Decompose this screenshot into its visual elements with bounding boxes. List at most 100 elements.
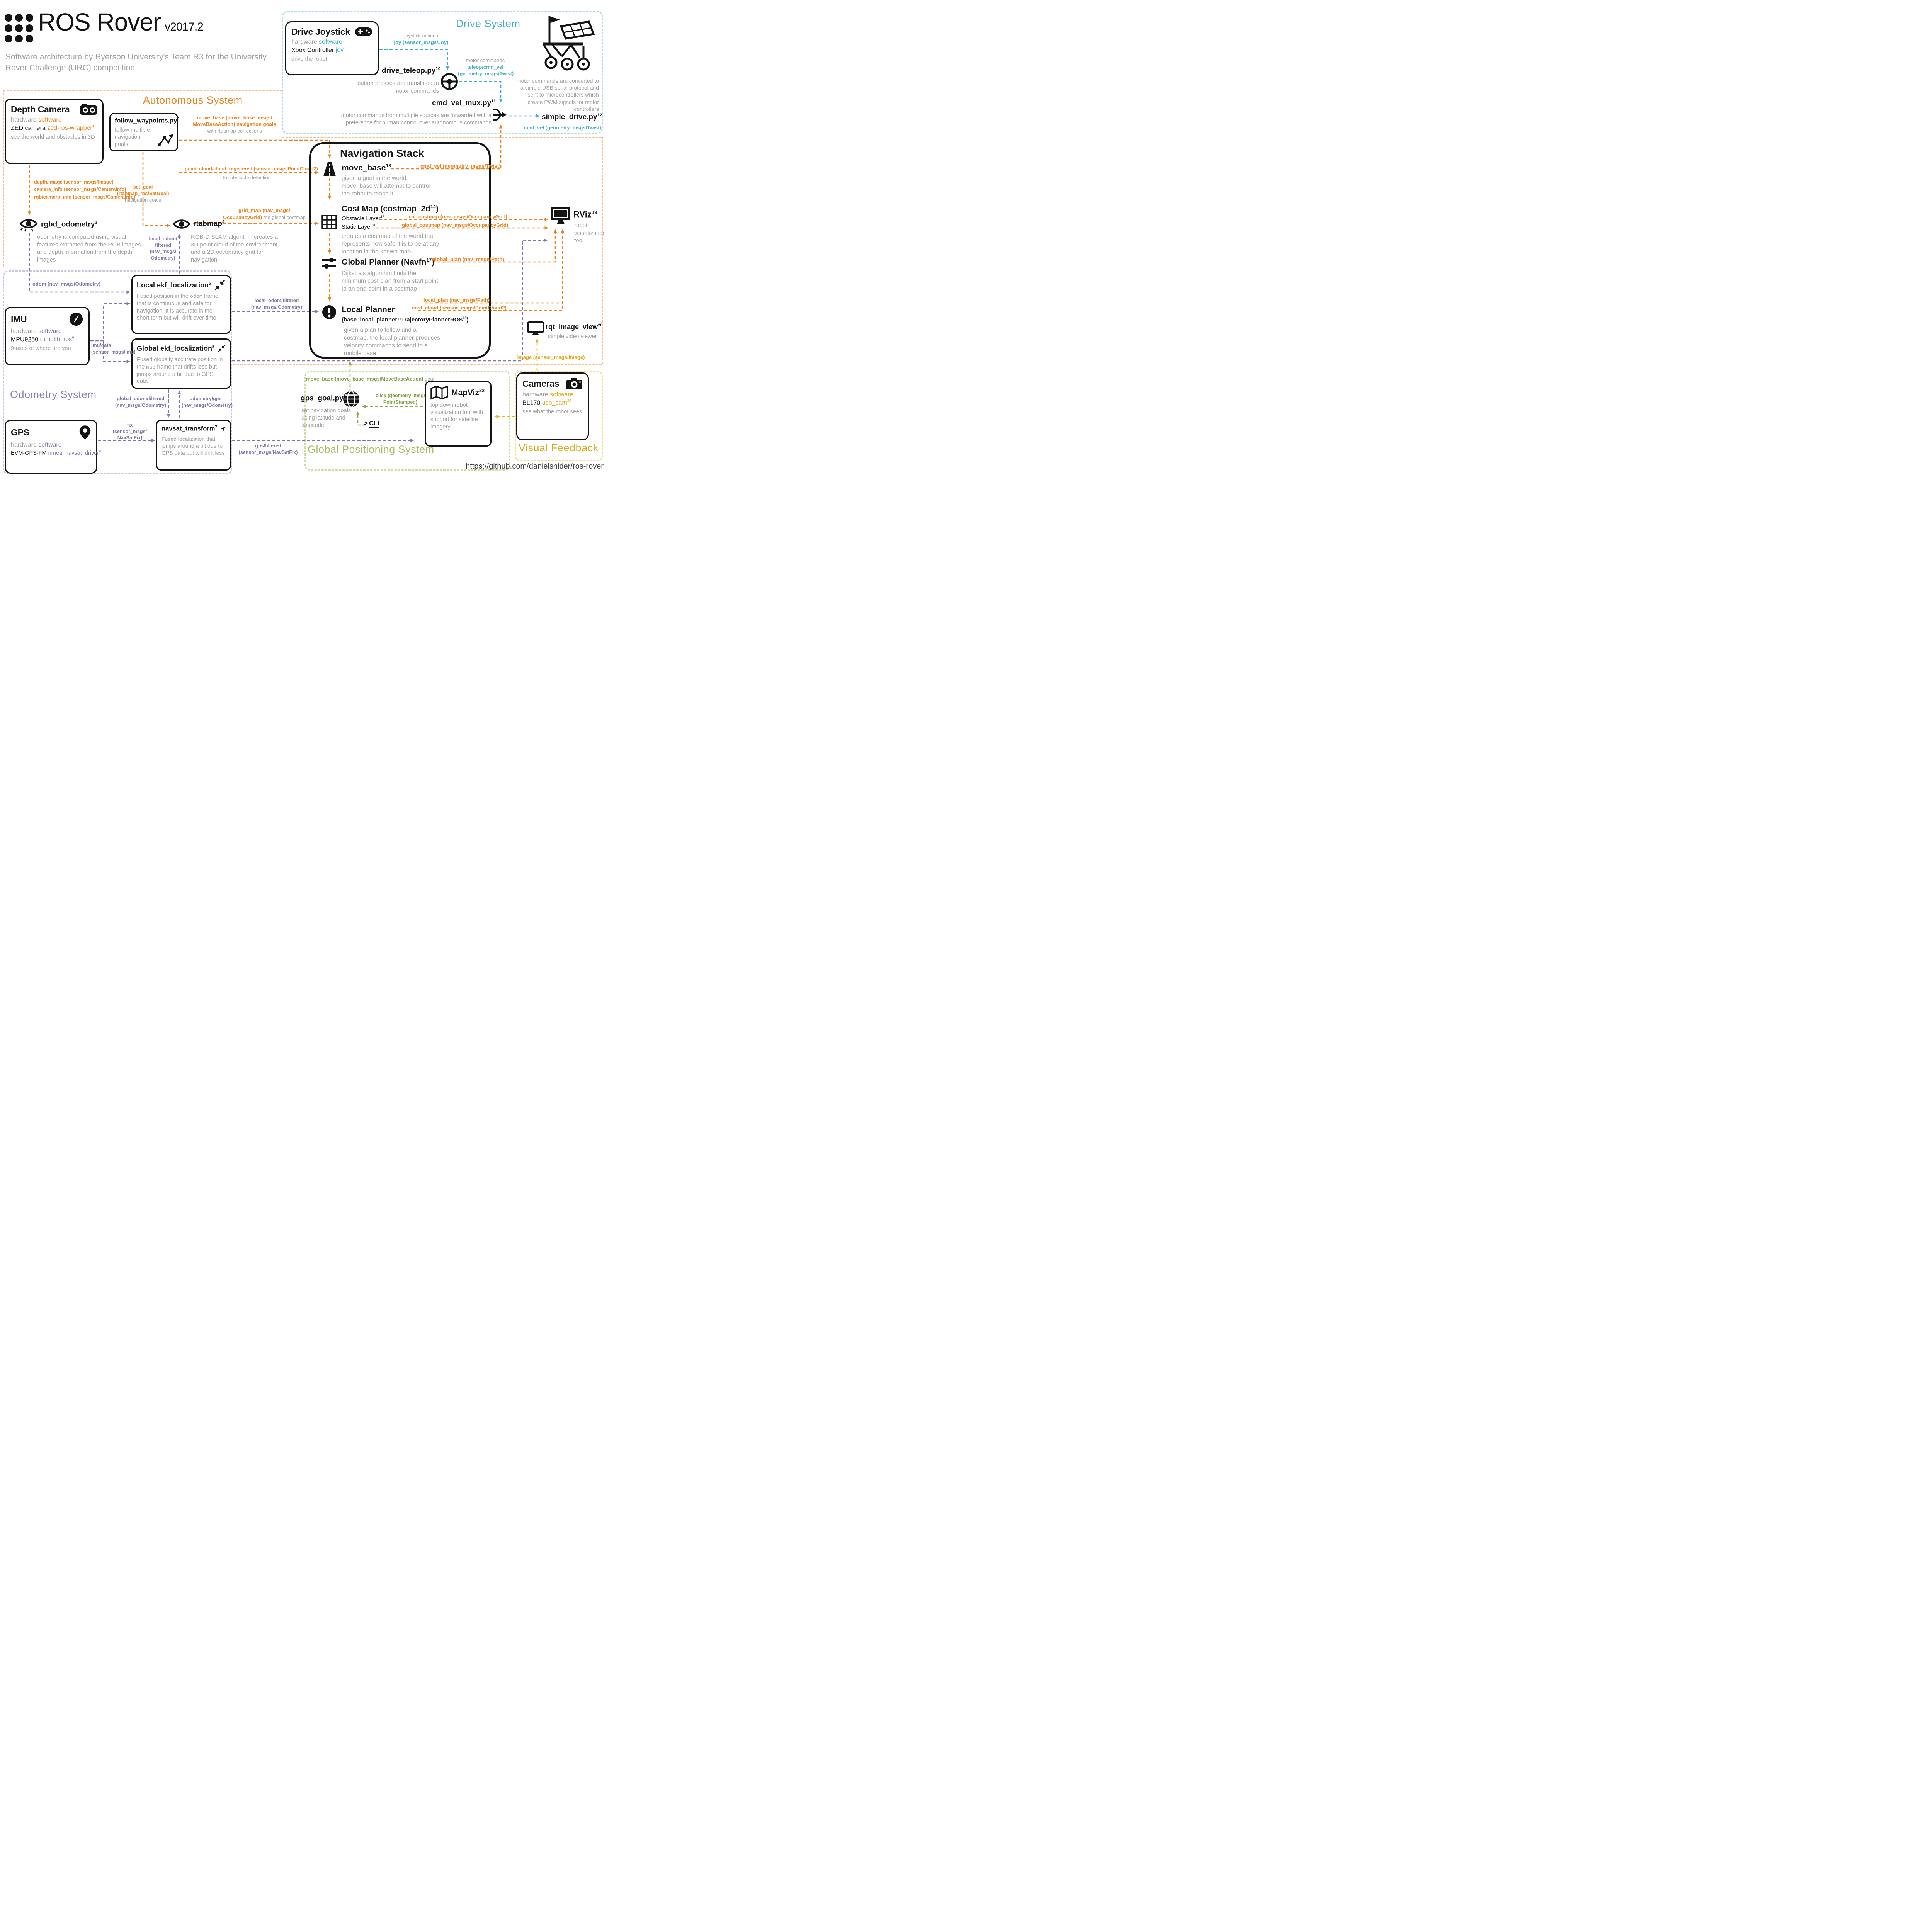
- mapviz-node: MapViz22 top down robot visualization to…: [425, 381, 492, 447]
- hardware-label: hardware: [11, 442, 37, 448]
- gps-sw-name: nmea_navsat_driver8: [48, 449, 101, 456]
- cameras-hw-name: BL170: [522, 399, 541, 406]
- cost-map-desc: creates a costmap of the world that repr…: [342, 233, 439, 255]
- teleop-topic-label: motor commands teleop/cmd_vel (geometry_…: [458, 58, 514, 77]
- local-plan-topic-label: local_plan (nav_msgs/Path): [423, 297, 490, 303]
- gps-filtered-topic-label: gps/filtered (sensor_msgs/NavSatFix): [238, 443, 298, 455]
- gps-node: GPS hardware software EVM-GPS-FM nmea_na…: [5, 420, 101, 474]
- joy-topic-label: joystick actions joy (sensor_msgs/Joy): [394, 33, 449, 46]
- movebase-goal-topic-label: move_base (move_base_msgs/ MoveBaseActio…: [193, 115, 276, 134]
- drive-system-container: [282, 11, 603, 134]
- edge-imu-ekfglobal: [103, 341, 130, 364]
- joystick-desc: drive the robot: [291, 56, 327, 63]
- gps-system-label: Global Positioning System: [308, 444, 434, 455]
- gps-goal-desc: set navigation goals using latitude and …: [301, 408, 351, 428]
- software-label: software: [319, 39, 342, 45]
- autonomous-container-mid: [282, 137, 602, 138]
- edge-joystick-teleop: [379, 49, 449, 70]
- ekf-local-node: Local ekf_localization5 Fused position i…: [131, 275, 231, 334]
- cmdvel-topic-label: cmd_vel (geometry_msgs/Twist): [420, 163, 501, 169]
- edge-costcloud-rviz: [418, 229, 565, 311]
- hardware-label: hardware: [291, 39, 317, 45]
- rtabmap-desc: RGB-D SLAM algorithm creates a 3D point …: [191, 234, 278, 263]
- edge-cmdvel-mux: [391, 125, 503, 170]
- compass-icon: [69, 312, 83, 326]
- compress-arrows-icon: [218, 345, 225, 352]
- cameras-title: Cameras: [522, 378, 560, 389]
- imu-title: IMU: [11, 314, 27, 324]
- drive-system-label: Drive System: [456, 18, 520, 29]
- odometry-system-label: Odometry System: [10, 389, 97, 400]
- odom-topic-label: odom (nav_msgs/Odometry): [32, 281, 101, 287]
- autonomous-system-label: Autonomous System: [143, 94, 243, 106]
- follow-waypoints-desc: follow multiple navigation goals: [115, 127, 150, 148]
- local-planner-name: Local Planner: [342, 305, 395, 314]
- ros-logo: [5, 14, 33, 42]
- imu-sw-name: rtimulib_ros6: [40, 336, 74, 343]
- navigation-arrow-icon: [221, 426, 226, 432]
- pointcloud-note-label: for obstacle detection: [223, 175, 271, 180]
- odometry-gps-topic-label: odometry/gps (nav_msgs/Odometry): [182, 396, 233, 408]
- simple-drive-name: simple_drive.py12: [542, 113, 602, 121]
- autonomous-container-right: [602, 137, 603, 364]
- cameras-node: Cameras hardware software BL170 usb_cam2…: [516, 372, 589, 440]
- follow-waypoints-node: follow_waypoints.py2 follow multiple nav…: [109, 113, 179, 151]
- pointcloud-topic-label: point_cloud/cloud_registered (sensor_msg…: [185, 166, 318, 172]
- drive-teleop-desc: button presses are translated to motor c…: [357, 80, 439, 94]
- edge-waypoints-rtabmap: [142, 152, 170, 228]
- exclamation-icon: [322, 305, 336, 319]
- ros-rover-diagram: Drive System Autonomous System Odometry …: [0, 0, 614, 481]
- imu-node: IMU hardware software MPU9250 rtimulib_r…: [5, 307, 90, 365]
- edge-imu-ekflocal: [90, 302, 130, 342]
- gps-title: GPS: [11, 427, 29, 437]
- autonomous-container-left: [3, 90, 4, 267]
- depth-camera-title: Depth Camera: [11, 104, 70, 114]
- move-base-desc: given a goal in the world, move_base wil…: [342, 175, 431, 197]
- globe-icon: [343, 390, 359, 408]
- edge-odometry-rviz: [232, 238, 548, 362]
- cost-cloud-topic-label: cost_cloud (sensor_msgs/PointCloud2): [412, 305, 507, 311]
- cmd-vel-mux-desc: motor commands from multiple sources are…: [341, 112, 492, 126]
- gps-goal-name: gps_goal.py21: [301, 394, 349, 403]
- cameras-sw-name: usb_cam23: [542, 399, 571, 406]
- ekf-local-name: Local ekf_localization5: [137, 281, 211, 289]
- edge-cli-gpsgoal: [356, 411, 366, 426]
- ekf-global-node: Global ekf_localization5 Fused globally …: [131, 338, 231, 389]
- hardware-label: hardware: [11, 117, 37, 123]
- rviz-monitor-icon: [551, 207, 570, 224]
- odometry-system-container: [3, 270, 232, 474]
- depth-topics-label: depth/image (sensor_msgs/Image) camera_i…: [34, 179, 135, 200]
- github-url: https://github.com/danielsnider/ros-rove…: [466, 462, 604, 471]
- edge-globalplan-rviz: [417, 229, 557, 263]
- rgbd-odometry-eye-icon: [19, 219, 38, 232]
- cmd-vel-mux-name: cmd_vel_mux.py11: [432, 99, 496, 107]
- local-odom-rtabmap-label: local_odom/ filtered (nav_msgs/ Odometry…: [149, 236, 177, 261]
- rgbd-odometry-desc: odometry is computed using visual featur…: [37, 234, 141, 263]
- software-label: software: [38, 442, 62, 448]
- move-base-name: move_base13: [342, 163, 391, 172]
- local-planner-subname: (base_local_planner::TrajectoryPlannerRO…: [342, 316, 469, 323]
- gamepad-icon: [355, 27, 372, 36]
- depth-camera-hw-name: ZED camera: [11, 125, 46, 132]
- rtabmap-eye-icon: [173, 219, 190, 229]
- joystick-sw-name: joy9: [335, 46, 346, 54]
- edge-teleop-mux: [459, 81, 503, 102]
- steering-wheel-icon: [441, 73, 458, 90]
- camera-icon: [566, 378, 582, 389]
- autonomous-container-top: [3, 90, 282, 91]
- gridmap-topic-label-1: grid_map (nav_msgs/: [238, 207, 290, 213]
- global-planner-desc: Dijkstra's algorithm finds the minimum c…: [342, 270, 438, 292]
- rviz-name: RViz19: [573, 209, 597, 219]
- global-planner-name: Global Planner (Navfn17): [342, 257, 435, 267]
- subtitle: Software architecture by Ryerson Univers…: [5, 53, 267, 73]
- static-layer-label: Static Layer16: [342, 223, 376, 230]
- grid-icon: [321, 215, 337, 229]
- rover-icon: [542, 16, 595, 71]
- movebase-goal-label: move_base (move_base_msgs/MoveBaseAction…: [306, 376, 434, 382]
- waypoints-icon: [158, 134, 173, 146]
- ekf-global-name: Global ekf_localization5: [137, 344, 215, 352]
- mapviz-desc: top down robot visualization tool with s…: [430, 402, 483, 430]
- ekf-global-desc: Fused globally accurate position in the …: [137, 357, 223, 385]
- depth-camera-node: Depth Camera hardware software ZED camer…: [5, 99, 104, 164]
- joystick-hw-name: Xbox Controller: [291, 47, 334, 54]
